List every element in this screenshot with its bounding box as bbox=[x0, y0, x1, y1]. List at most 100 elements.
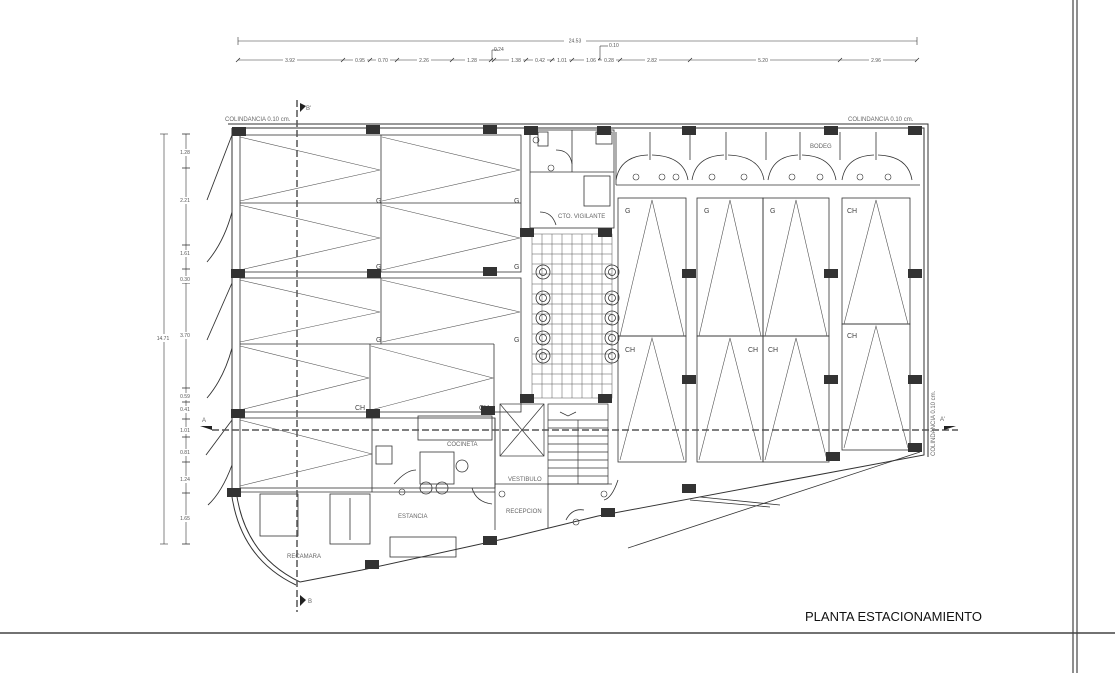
hdim-label: 0.95 bbox=[355, 58, 365, 64]
storage-lockers bbox=[615, 132, 920, 186]
section-arrow-a-prime bbox=[944, 426, 956, 430]
hdim-label: 2.82 bbox=[647, 58, 657, 64]
structural-column bbox=[520, 394, 534, 403]
structural-column bbox=[227, 488, 241, 497]
parking-label-ch: CH bbox=[768, 347, 778, 354]
hdim-label: 0.28 bbox=[604, 58, 614, 64]
structural-column bbox=[481, 406, 495, 415]
dimension-tick bbox=[523, 57, 529, 63]
west-parking-block bbox=[239, 134, 522, 489]
dimension-note-b: 0.10 bbox=[609, 43, 619, 49]
dimension-tick bbox=[617, 57, 623, 63]
parking-label-g: G bbox=[514, 337, 519, 344]
room-label-vestibulo: VESTIBULO bbox=[508, 477, 542, 483]
vdim-label: 0.59 bbox=[180, 394, 190, 400]
structural-column bbox=[231, 269, 245, 278]
vdim-label: 0.81 bbox=[180, 450, 190, 456]
structural-column bbox=[824, 126, 838, 135]
vdim-label: 3.70 bbox=[180, 333, 190, 339]
structural-column bbox=[824, 269, 838, 278]
parking-label-g: G bbox=[514, 198, 519, 205]
hdim-label: 1.01 bbox=[557, 58, 567, 64]
lot-boundary bbox=[228, 123, 929, 586]
vdim-label: 1.65 bbox=[180, 516, 190, 522]
room-label-bodega: BODEG bbox=[810, 144, 832, 150]
structural-column bbox=[232, 127, 246, 136]
section-mark-a-prime: A' bbox=[940, 417, 945, 423]
structural-column bbox=[824, 375, 838, 384]
structural-column bbox=[682, 484, 696, 493]
parking-label-ch: CH bbox=[748, 347, 758, 354]
room-label-recamara: RECAMARA bbox=[287, 554, 321, 560]
vdim-label: 1.28 bbox=[180, 150, 190, 156]
dimension-tick bbox=[394, 57, 400, 63]
guard-room bbox=[529, 129, 615, 229]
hdim-label: 0.42 bbox=[535, 58, 545, 64]
dimension-tick bbox=[491, 57, 497, 63]
apartment-walls bbox=[240, 415, 495, 558]
room-label-cocineta: COCINETA bbox=[447, 442, 478, 448]
parking-label-ch: CH bbox=[625, 347, 635, 354]
hdim-label: 1.38 bbox=[511, 58, 521, 64]
structural-column bbox=[365, 560, 379, 569]
structural-column bbox=[908, 126, 922, 135]
room-label-recepcion: RECEPCION bbox=[506, 509, 542, 515]
parking-label-ch: CH bbox=[355, 405, 365, 412]
dimension-tick bbox=[235, 57, 241, 63]
structural-column bbox=[682, 126, 696, 135]
courtyard-planters bbox=[535, 264, 620, 364]
locker-fixtures bbox=[632, 173, 892, 181]
hdim-label: 3.92 bbox=[285, 58, 295, 64]
dimension-tick bbox=[569, 57, 575, 63]
structural-column bbox=[908, 269, 922, 278]
structural-column bbox=[524, 126, 538, 135]
west-door-swings bbox=[205, 134, 233, 506]
structural-column bbox=[520, 228, 534, 237]
vertical-dimension-labels: 1.28 2.21 1.61 0.30 3.70 0.59 0.41 1.01 … bbox=[177, 149, 193, 522]
parking-label-g: G bbox=[625, 208, 630, 215]
room-label-estancia: ESTANCIA bbox=[398, 514, 428, 520]
vertical-dimension-ticks bbox=[182, 133, 190, 545]
horizontal-dimension-labels: 3.92 0.95 0.70 2.26 1.28 1.38 0.42 1.01 … bbox=[283, 57, 883, 64]
vdim-label: 1.01 bbox=[180, 428, 190, 434]
hdim-label: 2.96 bbox=[871, 58, 881, 64]
parking-label-ch: CH bbox=[847, 208, 857, 215]
parking-label-g: G bbox=[376, 264, 381, 271]
vdim-label: 1.24 bbox=[180, 477, 190, 483]
dimension-tick bbox=[488, 57, 494, 63]
structural-column bbox=[483, 267, 497, 276]
boundary-label-east: COLINDANCIA 0.10 cm. bbox=[931, 390, 937, 456]
section-arrow-b bbox=[300, 595, 306, 606]
parking-label-ch: CH bbox=[847, 333, 857, 340]
parking-label-g: G bbox=[376, 198, 381, 205]
structural-column bbox=[682, 375, 696, 384]
overall-width-dimension: 24.53 bbox=[569, 39, 582, 45]
dimension-note-a: 0.24 bbox=[494, 47, 504, 53]
stair-core bbox=[499, 403, 609, 485]
hdim-label: 1.28 bbox=[467, 58, 477, 64]
boundary-label-north-left: COLINDANCIA 0.10 cm. bbox=[225, 117, 291, 123]
structural-column bbox=[682, 269, 696, 278]
structural-column bbox=[231, 409, 245, 418]
east-parking-diagonals bbox=[619, 199, 909, 461]
lobby-walls bbox=[471, 418, 619, 530]
dimension-tick bbox=[837, 57, 843, 63]
vdim-label: 0.30 bbox=[180, 277, 190, 283]
structural-column bbox=[908, 443, 922, 452]
vdim-label: 2.21 bbox=[180, 198, 190, 204]
structural-column bbox=[483, 536, 497, 545]
dimension-tick bbox=[549, 57, 555, 63]
courtyard-tiles bbox=[531, 233, 613, 399]
dimension-tick bbox=[449, 57, 455, 63]
dimension-tick bbox=[367, 57, 373, 63]
parking-label-g: G bbox=[514, 264, 519, 271]
section-arrow-a bbox=[200, 426, 212, 430]
section-mark-b: B bbox=[308, 599, 312, 605]
overall-depth-dimension: 14.71 bbox=[157, 336, 170, 342]
structural-column bbox=[366, 409, 380, 418]
boundary-label-north-right: COLINDANCIA 0.10 cm. bbox=[848, 117, 914, 123]
parking-label-g: G bbox=[704, 208, 709, 215]
